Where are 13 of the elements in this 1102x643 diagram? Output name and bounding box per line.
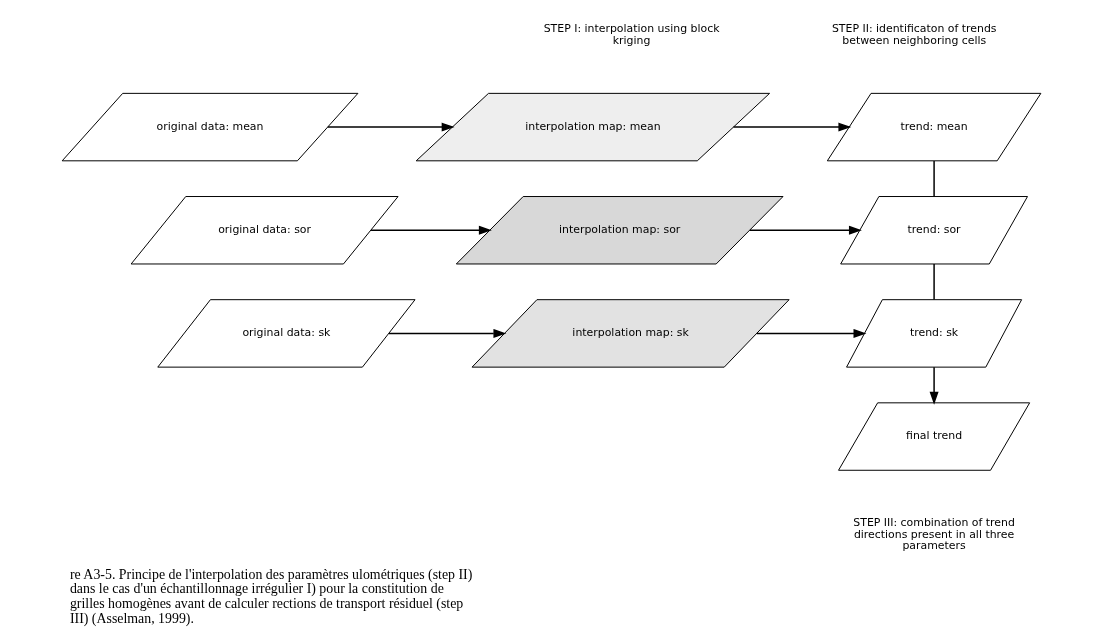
label: STEP II: identificaton of trends between neighboring cells — [831, 21, 997, 47]
caption: re A3-5. Principe de l'interpolation des paramètres ulométriques (step II) dans le cas d'un échantillonnage irrégulier I) pour la constitution de grilles homogènes avant de calculer rections de transport résiduel (step III) (Asselman, 1999). — [69, 566, 472, 627]
arrow — [326, 122, 455, 132]
arrow — [748, 225, 862, 235]
arrow — [732, 122, 851, 132]
connector — [932, 263, 935, 301]
connector — [932, 160, 935, 197]
label: STEP I: interpolation using block kriging — [543, 21, 719, 47]
arrow — [387, 328, 506, 338]
arrow — [755, 328, 866, 338]
label: STEP III: combination of trend directions present in all three parameters — [852, 515, 1015, 553]
arrow — [369, 225, 492, 235]
arrow — [929, 366, 939, 405]
